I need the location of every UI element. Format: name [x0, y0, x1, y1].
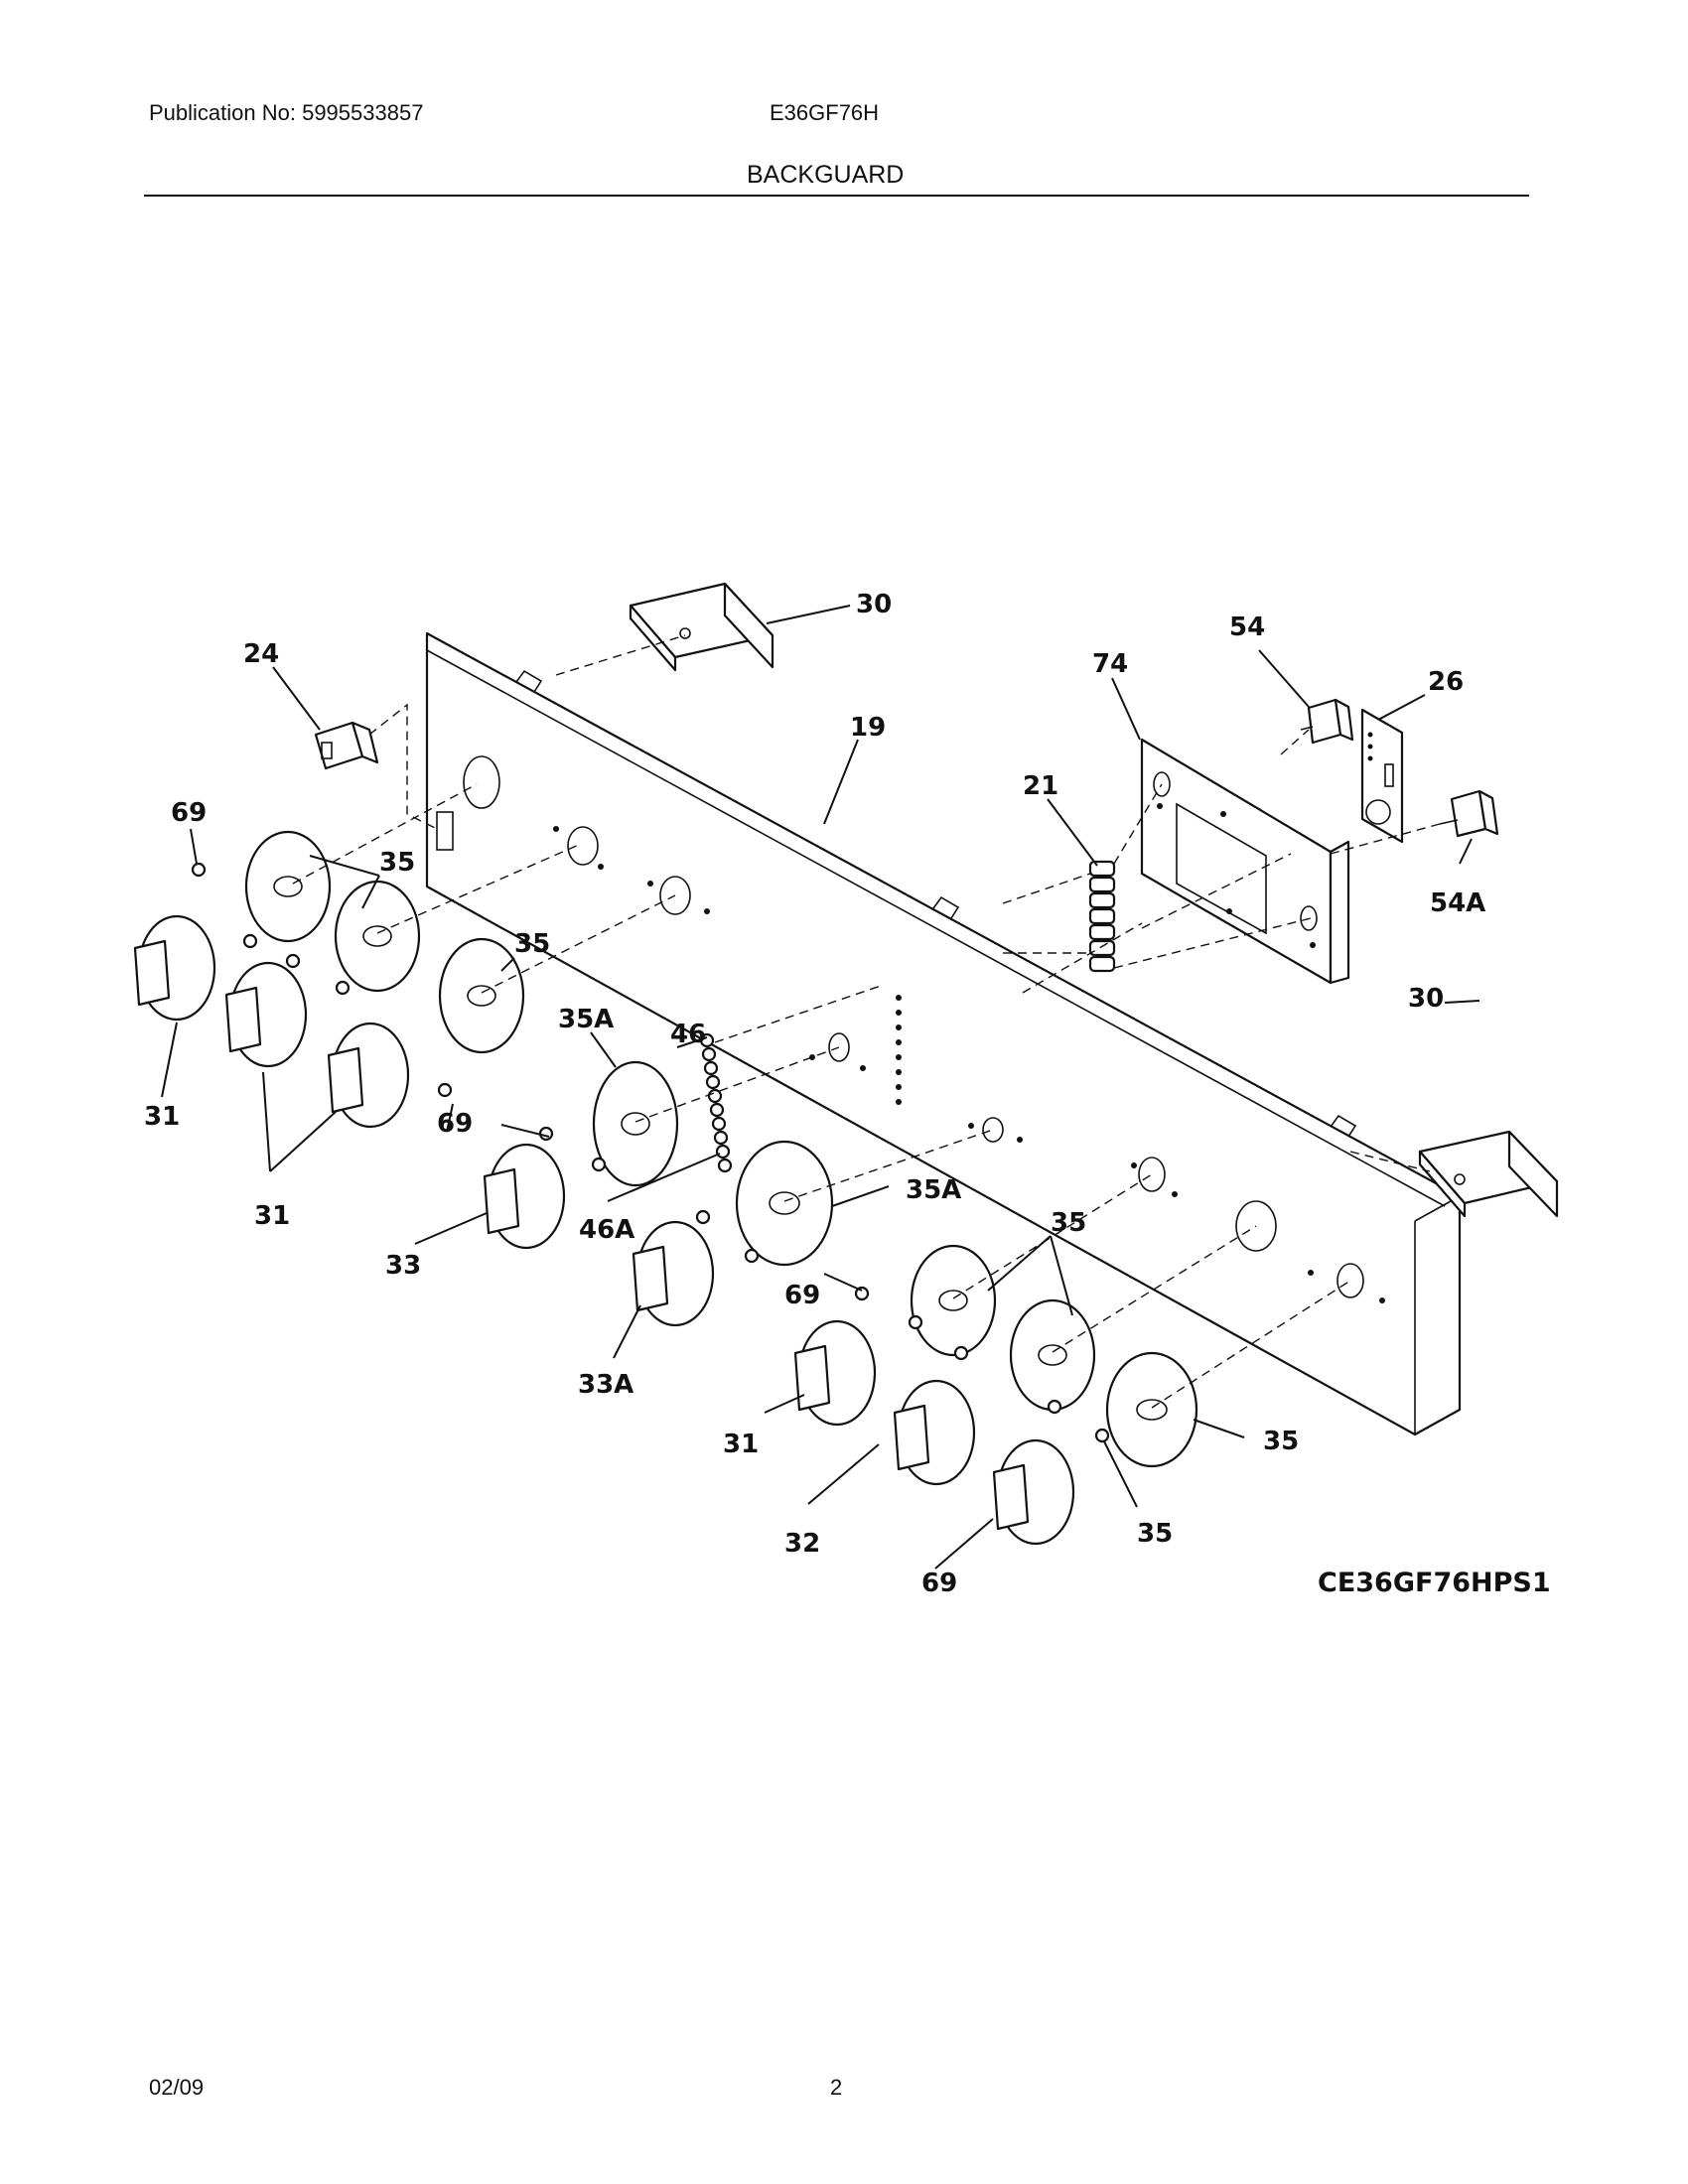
figure-id: CE36GF76HPS1: [1318, 1568, 1551, 1598]
callout-46a: 46A: [579, 1215, 634, 1245]
connector-stack: [1088, 860, 1116, 973]
callout-26: 26: [1428, 667, 1464, 697]
callout-35: 35: [379, 848, 415, 878]
assembly-lines: [292, 634, 1441, 1409]
callout-32: 32: [784, 1529, 820, 1559]
callout-69: 69: [171, 798, 207, 828]
callout-74: 74: [1092, 649, 1128, 679]
callout-31: 31: [723, 1430, 759, 1459]
bezel-centers: [273, 876, 1168, 1421]
footer-date: 02/09: [149, 2075, 205, 2100]
switch-54: [1300, 698, 1354, 745]
circuit-board: [1360, 708, 1404, 844]
callout-21: 21: [1023, 771, 1058, 801]
callout-35: 35: [514, 929, 550, 959]
switch-54a: [1439, 789, 1499, 838]
callout-30: 30: [856, 590, 892, 619]
control-bracket: [1140, 738, 1350, 985]
screws: [191, 862, 1110, 1443]
callout-35a: 35A: [558, 1005, 614, 1034]
callout-33: 33: [385, 1251, 421, 1281]
callouts: 30 24 19 74 54 26 21 69 35 35 35 35A 46 …: [144, 590, 1551, 1598]
model-number: E36GF76H: [770, 100, 880, 125]
end-cap-bottom: [1418, 1130, 1559, 1218]
callout-31: 69: [921, 1569, 957, 1598]
callout-31: 31: [254, 1201, 290, 1231]
leader-lines: [161, 605, 1480, 1570]
callout-35a: 35A: [906, 1175, 961, 1205]
callout-46: 46: [670, 1020, 706, 1049]
page-number: 2: [830, 2075, 843, 2100]
callout-31: 31: [144, 1102, 180, 1132]
callout-24: 24: [243, 639, 279, 669]
callout-69: 69: [437, 1109, 473, 1139]
callout-33a: 33A: [578, 1370, 633, 1400]
callout-35: 35: [1263, 1427, 1299, 1456]
callout-54: 54: [1229, 613, 1265, 642]
callout-69: 35: [1137, 1519, 1173, 1549]
callout-19: 19: [850, 713, 886, 743]
callout-69: 69: [784, 1281, 820, 1310]
callout-35: 35: [1051, 1208, 1086, 1238]
callout-30: 30: [1408, 984, 1444, 1014]
callout-54a: 54A: [1430, 888, 1485, 918]
knob-grips: [133, 939, 1030, 1531]
bezel-rings: [244, 830, 1198, 1468]
rocker-switch: [314, 721, 379, 770]
header-rule: [144, 195, 1529, 197]
led-strip: [699, 1032, 733, 1173]
backguard-panel: [425, 631, 1462, 1436]
end-cap-top: [629, 582, 774, 672]
section-title: BACKGUARD: [747, 161, 905, 189]
publication-number: Publication No: 5995533857: [149, 100, 424, 125]
